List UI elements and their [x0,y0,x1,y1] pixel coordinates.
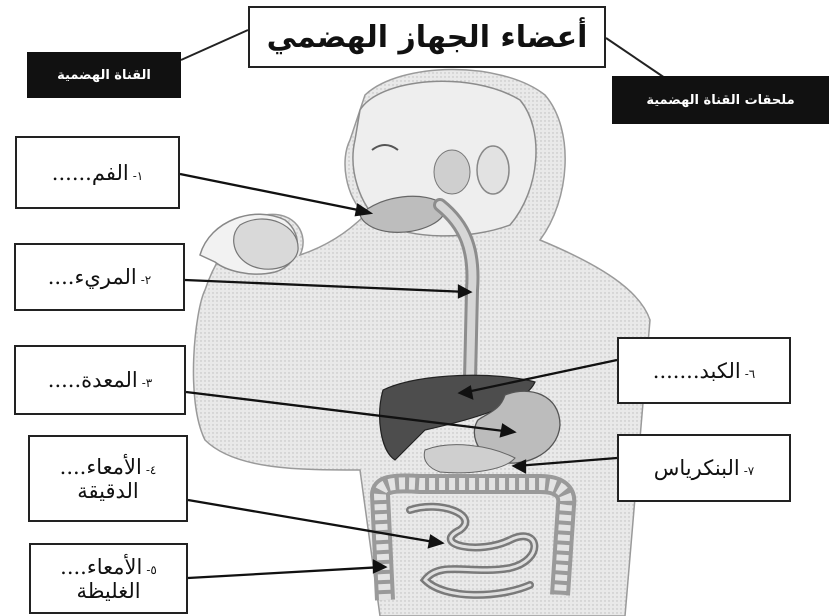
ear [477,146,509,194]
label-large-intestine-line2: الغليظة [76,579,140,603]
label-number: ٦- [745,367,756,381]
label-number: ٢- [141,273,152,287]
label-number: ٥- [146,563,157,577]
label-mouth: الفم [92,161,129,185]
arrow-large-intestine [188,567,383,578]
label-small-intestine: الأمعاء [86,455,141,479]
label-box-stomach: ٣-المعدة..... [14,345,186,415]
label-esophagus: المريء [74,265,136,289]
salivary-gland [434,150,470,194]
label-number: ٣- [142,376,153,390]
label-box-large-intestine: ٥-الأمعاء.... الغليظة [29,543,188,614]
connector-title-left [181,30,248,60]
label-liver: الكبد [700,359,741,383]
connector-title-right [606,38,665,78]
label-number: ٧- [744,464,755,478]
label-pancreas: البنكرياس [654,456,740,480]
label-box-small-intestine: ٤-الأمعاء.... الدقيقة [28,435,188,522]
diagram-title-box: أعضاء الجهاز الهضمي [248,6,606,68]
label-number: ١- [133,169,144,183]
accessory-organs-tag: ملحقات القناة الهضمية [612,76,829,124]
label-box-liver: ٦-الكبد....... [617,337,791,404]
label-number: ٤- [146,463,157,477]
diagram-title: أعضاء الجهاز الهضمي [267,20,588,55]
label-stomach: المعدة [81,368,138,392]
label-box-pancreas: ٧- البنكرياس [617,434,791,502]
label-large-intestine: الأمعاء [87,555,142,579]
arrow-mouth [180,174,368,212]
alimentary-canal-tag: القناة الهضمية [27,52,181,98]
label-box-esophagus: ٢-المريء.... [14,243,185,311]
label-small-intestine-line2: الدقيقة [77,479,139,503]
label-box-mouth: ١-الفم...... [15,136,180,209]
